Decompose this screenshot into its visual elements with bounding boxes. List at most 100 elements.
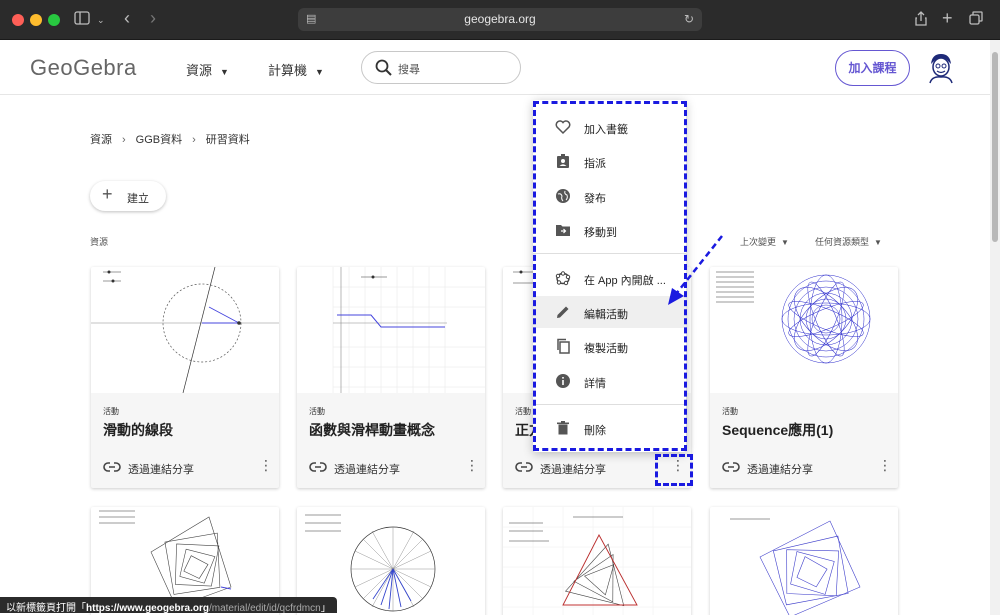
breadcrumb-item[interactable]: 研習資料 (205, 134, 250, 146)
browser-toolbar: ⌄ ‹ › ▤ geogebra.org ↻ + (0, 0, 1000, 40)
folder-move-icon (556, 225, 570, 236)
link-icon (309, 462, 327, 472)
card-type: 活動 (309, 407, 325, 416)
scrollbar-thumb[interactable] (992, 52, 998, 242)
status-url-host: https://www.geogebra.org (86, 603, 209, 614)
card-thumbnail[interactable] (710, 507, 898, 615)
menu-item-edit-activity[interactable]: 編輯活動 (533, 296, 686, 328)
caret-down-icon: ▼ (315, 67, 324, 77)
caret-down-icon: ▼ (220, 67, 229, 77)
card-thumbnail[interactable] (710, 267, 898, 393)
heart-icon (555, 120, 571, 135)
breadcrumb-item[interactable]: GGB資料 (135, 134, 183, 146)
sort-last-modified-label: 上次變更 (740, 237, 777, 247)
link-icon (515, 462, 533, 472)
menu-item-label: 在 App 內開啟 ... (584, 275, 666, 287)
menu-item-label: 加入書籤 (584, 124, 628, 136)
reload-icon[interactable]: ↻ (683, 12, 694, 26)
close-window-button[interactable] (12, 14, 24, 26)
menu-item-move[interactable]: 移動到 (533, 214, 686, 246)
menu-item-assign[interactable]: 指派 (533, 145, 686, 177)
join-class-button[interactable]: 加入課程 (835, 50, 910, 86)
page-scrollbar[interactable] (990, 40, 1000, 615)
resource-card[interactable]: 活動 函數與滑桿動畫概念 透過連結分享 ⋮ (297, 267, 485, 488)
search-placeholder: 搜尋 (398, 64, 420, 76)
card-thumbnail[interactable] (503, 507, 691, 615)
link-icon (722, 462, 740, 472)
card-title[interactable]: 滑動的線段 (103, 422, 173, 438)
status-suffix: 」 (320, 603, 331, 614)
link-status-bar: 以新標籤頁打開「https://www.geogebra.org/materia… (0, 597, 337, 614)
menu-item-label: 複製活動 (584, 343, 628, 355)
menu-item-copy-activity[interactable]: 複製活動 (533, 330, 686, 362)
breadcrumb-item[interactable]: 資源 (90, 134, 112, 146)
card-thumbnail[interactable] (297, 267, 485, 393)
resource-card[interactable]: 活動 Sequence應用(1) 透過連結分享 ⋮ (710, 267, 898, 488)
create-label: 建立 (127, 193, 149, 205)
more-options-icon[interactable]: ⋮ (878, 457, 892, 473)
menu-item-bookmark[interactable]: 加入書籤 (533, 111, 686, 143)
resource-card[interactable] (503, 507, 691, 615)
tab-overview-icon[interactable] (969, 11, 983, 29)
resource-card[interactable] (297, 507, 485, 615)
menu-item-label: 編輯活動 (584, 309, 628, 321)
annotation-kebab-highlight (655, 454, 693, 486)
nav-resources[interactable]: 資源 ▼ (186, 60, 229, 79)
info-icon (556, 374, 570, 388)
geogebra-app-icon (555, 271, 571, 286)
back-icon[interactable]: ‹ (124, 8, 130, 28)
menu-divider (533, 404, 686, 405)
card-type: 活動 (515, 407, 531, 416)
forward-icon[interactable]: › (150, 8, 156, 28)
plus-icon: + (102, 184, 113, 204)
pencil-icon (557, 306, 569, 318)
card-thumbnail[interactable] (91, 267, 279, 393)
share-link[interactable]: 透過連結分享 (128, 464, 194, 476)
search-icon (375, 59, 392, 76)
create-button[interactable]: + 建立 (90, 181, 166, 211)
filter-resource-type[interactable]: 任何資源類型▼ (815, 235, 882, 248)
menu-item-label: 發布 (584, 193, 606, 205)
menu-item-label: 詳情 (584, 378, 606, 390)
chevron-down-icon[interactable]: ⌄ (97, 15, 105, 25)
more-options-icon[interactable]: ⋮ (259, 457, 273, 473)
context-menu: 加入書籤 指派 發布 移動到 在 App 內開啟 ... 編輯活動 複製活動 詳… (533, 100, 686, 452)
more-options-icon[interactable]: ⋮ (465, 457, 479, 473)
search-input[interactable]: 搜尋 (361, 51, 521, 84)
site-header: GeoGebra 資源 ▼ 計算機 ▼ 搜尋 加入課程 (0, 40, 990, 95)
menu-item-delete[interactable]: 刪除 (533, 412, 686, 444)
address-bar[interactable]: ▤ geogebra.org ↻ (298, 8, 702, 31)
annotation-arrow-icon (668, 235, 723, 305)
resource-card[interactable]: 活動 滑動的線段 透過連結分享 ⋮ (91, 267, 279, 488)
sort-last-modified[interactable]: 上次變更 ▼ (740, 235, 789, 248)
resource-card[interactable] (710, 507, 898, 615)
menu-item-open-in-app[interactable]: 在 App 內開啟 ... (533, 262, 686, 294)
share-link[interactable]: 透過連結分享 (747, 464, 813, 476)
geogebra-logo[interactable]: GeoGebra (30, 55, 137, 80)
nav-calculators[interactable]: 計算機 ▼ (268, 60, 324, 79)
new-tab-icon[interactable]: + (942, 8, 953, 28)
menu-item-label: 指派 (584, 158, 606, 170)
filter-resource-type-label: 任何資源類型 (815, 237, 870, 247)
chevron-right-icon: › (192, 134, 196, 146)
menu-item-publish[interactable]: 發布 (533, 180, 686, 212)
nav-calculators-label: 計算機 (268, 63, 308, 78)
page-icon: ▤ (306, 13, 317, 25)
chevron-right-icon: › (122, 134, 126, 146)
avatar[interactable] (922, 48, 960, 86)
minimize-window-button[interactable] (30, 14, 42, 26)
card-title[interactable]: Sequence應用(1) (722, 422, 834, 438)
annotation-menu-highlight (533, 101, 687, 451)
card-title[interactable]: 函數與滑桿動畫概念 (309, 422, 435, 438)
zoom-window-button[interactable] (48, 14, 60, 26)
sidebar-toggle-icon[interactable] (74, 11, 90, 29)
caret-down-icon: ▼ (781, 238, 789, 247)
card-type: 活動 (722, 407, 738, 416)
menu-item-label: 移動到 (584, 227, 617, 239)
section-label: 資源 (90, 237, 109, 247)
menu-item-details[interactable]: 詳情 (533, 365, 686, 397)
share-icon[interactable] (915, 11, 927, 30)
share-link[interactable]: 透過連結分享 (334, 464, 400, 476)
share-link[interactable]: 透過連結分享 (540, 464, 606, 476)
nav-resources-label: 資源 (186, 63, 213, 78)
